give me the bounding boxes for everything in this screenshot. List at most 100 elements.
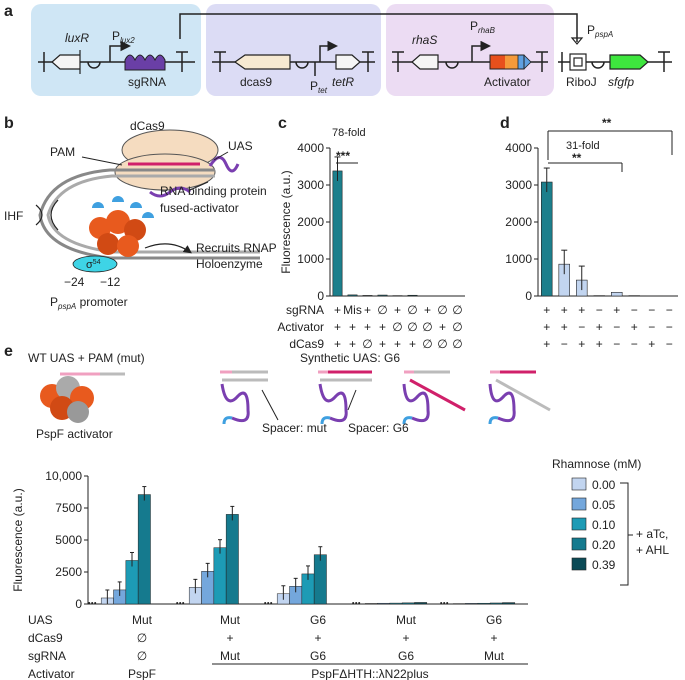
- e-baseline-dot: [94, 602, 97, 604]
- e-legend-label: 0.10: [592, 518, 616, 532]
- e-cell: G6: [310, 613, 326, 627]
- e-legend-swatch: [571, 517, 587, 531]
- c-cell: ∅: [407, 320, 417, 334]
- e-row-label: sgRNA: [28, 649, 66, 663]
- e-bar: [313, 554, 327, 605]
- table-d: +++−+−−−++−+−+−−+−++−−+−: [543, 303, 673, 351]
- e-bracket-label-1: + aTc,: [636, 527, 668, 541]
- d-cell: +: [578, 303, 585, 317]
- e-row-label: Activator: [28, 667, 75, 680]
- d-cell: +: [596, 337, 603, 351]
- c-cell: +: [364, 303, 371, 317]
- legend-e: 0.000.050.100.200.39: [571, 477, 616, 572]
- table-e: UASdCas9sgRNAActivatorMut∅∅Mut+MutG6+G6M…: [28, 613, 528, 680]
- c-row-label: dCas9: [289, 337, 324, 351]
- d-cell: −: [666, 337, 673, 351]
- e-activator-pspf: PspF: [128, 667, 156, 680]
- e-legend-title: Rhamnose (mM): [552, 457, 641, 471]
- c-y-tick-label: 3000: [297, 178, 324, 192]
- e-baseline-dot: [182, 602, 185, 604]
- c-bar: [362, 295, 373, 297]
- e-cell: ∅: [137, 631, 147, 645]
- d-cell: +: [631, 320, 638, 334]
- e-bracket-label-2: + AHL: [636, 543, 669, 557]
- e-baseline-dot: [352, 602, 355, 604]
- e-legend-label: 0.20: [592, 538, 616, 552]
- d-cell: −: [648, 320, 655, 334]
- d-significance: [547, 130, 673, 172]
- e-row-label: dCas9: [28, 631, 63, 645]
- c-y-tick-label: 4000: [297, 141, 324, 155]
- label-riboj: RiboJ: [566, 75, 597, 89]
- d-cell: −: [596, 303, 603, 317]
- e-cell: +: [402, 631, 409, 645]
- c-cell: ∅: [407, 303, 417, 317]
- e-baseline-dot: [264, 602, 267, 604]
- e-label-synthetic: Synthetic UAS: G6: [300, 351, 400, 365]
- e-bar: [414, 602, 428, 605]
- d-stars-top: **: [602, 116, 612, 130]
- d-y-tick-label: 3000: [505, 178, 532, 192]
- c-bar: [407, 294, 418, 297]
- c-cell: +: [349, 320, 356, 334]
- e-bar: [125, 560, 139, 605]
- panel-label-a: a: [4, 3, 13, 20]
- e-baseline-dot: [355, 602, 358, 604]
- e-bar: [137, 494, 151, 605]
- d-cell: +: [543, 303, 550, 317]
- c-y-axis-title: Fluorescence (a.u.): [279, 170, 293, 273]
- e-y-tick-label: 2500: [55, 565, 82, 579]
- e-legend-label: 0.39: [592, 558, 616, 572]
- e-bar: [502, 602, 516, 605]
- e-legend-label: 0.00: [592, 478, 616, 492]
- e-legend-swatch: [571, 537, 587, 551]
- c-cell: ∅: [437, 303, 447, 317]
- c-cell: ∅: [377, 303, 387, 317]
- e-baseline-dot: [440, 602, 443, 604]
- panel-label-e: e: [4, 343, 13, 360]
- c-bar: [347, 294, 358, 297]
- panel-label-b: b: [4, 115, 14, 132]
- d-cell: −: [666, 303, 673, 317]
- c-y-tick-label: 0: [317, 289, 324, 303]
- label-plux2: Plux2: [112, 29, 135, 45]
- e-label-spacer-g6: Spacer: G6: [348, 421, 409, 435]
- c-y-tick-label: 2000: [297, 215, 324, 229]
- label-prhab: PrhaB: [470, 19, 496, 35]
- panel-a-construct: [31, 4, 672, 96]
- label-ptet: Ptet: [310, 79, 328, 95]
- d-cell: −: [631, 303, 638, 317]
- e-cell: G6: [398, 649, 414, 663]
- e-bar: [477, 602, 491, 605]
- e-cell: +: [314, 631, 321, 645]
- e-baseline-dot: [91, 602, 94, 604]
- d-y-tick-label: 0: [525, 289, 532, 303]
- d-cell: −: [561, 337, 568, 351]
- b-label-sigma: σ54: [86, 259, 101, 271]
- d-y-tick-label: 4000: [505, 141, 532, 155]
- e-bar: [489, 602, 503, 605]
- e-legend-swatch: [571, 477, 587, 491]
- e-cell: G6: [310, 649, 326, 663]
- c-cell: +: [424, 303, 431, 317]
- e-cell: ∅: [137, 649, 147, 663]
- d-stars-bottom: **: [572, 151, 582, 165]
- b-label-dcas9: dCas9: [130, 119, 165, 133]
- e-cell: Mut: [132, 613, 153, 627]
- label-ppspa: PpspA: [587, 23, 613, 39]
- d-cell: +: [561, 320, 568, 334]
- e-baseline-dot: [446, 602, 449, 604]
- c-cell: Mis: [343, 303, 362, 317]
- e-bar: [377, 602, 391, 605]
- c-significance-stars: ***: [336, 149, 350, 163]
- c-bar: [332, 170, 343, 297]
- e-activator-fusion: PspFΔHTH::λN22plus: [311, 667, 428, 680]
- e-y-tick-label: 10,000: [45, 469, 82, 483]
- e-baseline-dot: [88, 602, 91, 604]
- panel-label-c: c: [278, 115, 287, 132]
- d-y-tick-label: 2000: [505, 215, 532, 229]
- e-cell: G6: [486, 613, 502, 627]
- c-cell: +: [379, 320, 386, 334]
- d-cell: +: [648, 337, 655, 351]
